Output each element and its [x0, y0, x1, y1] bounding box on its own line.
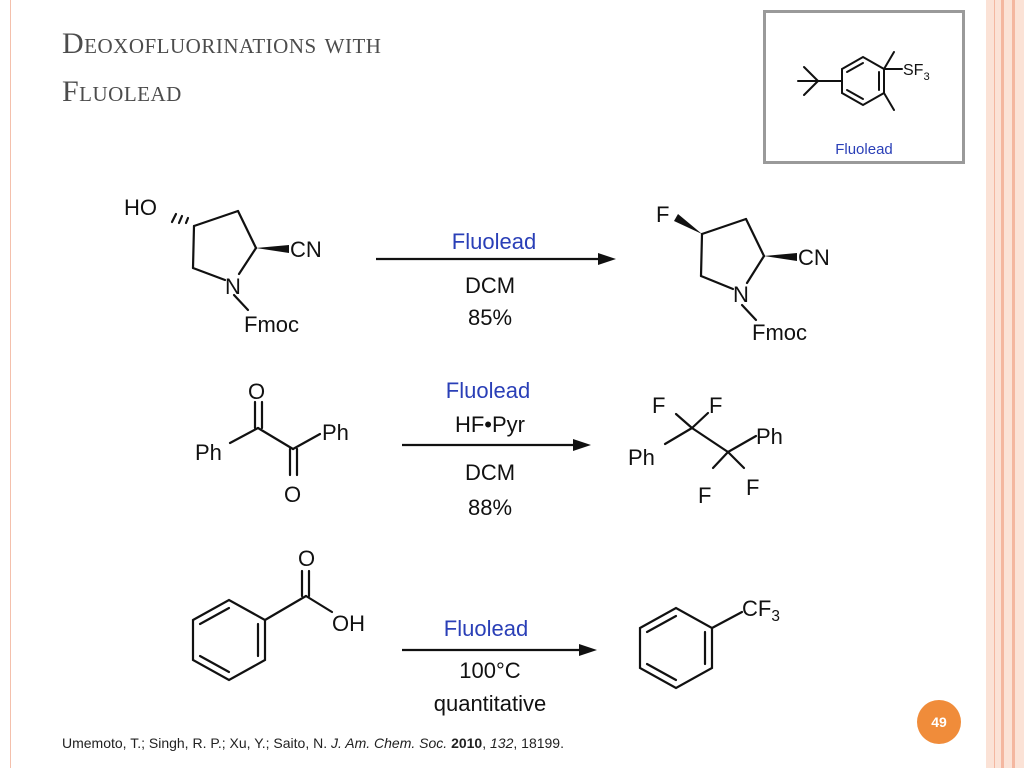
sm2-label-o-top: O	[248, 379, 265, 404]
wedge-bond	[674, 214, 702, 234]
wedge-bond	[764, 253, 797, 261]
sm2-label-o-bottom: O	[284, 482, 301, 507]
p1-label-fmoc: Fmoc	[752, 320, 807, 345]
sm3-label-oh: OH	[332, 611, 365, 636]
reagent-structure-box: SF3 Fluolead	[763, 10, 965, 164]
rxn3-yield: quantitative	[434, 691, 547, 716]
decorative-left-rule	[10, 0, 11, 768]
sm1-label-ho: HO	[124, 195, 157, 220]
fluolead-label: Fluolead	[835, 141, 893, 158]
sm1-label-cn: CN	[290, 237, 322, 262]
slide-title-line-2: Fluolead	[62, 75, 182, 108]
rxn2-reagent: Fluolead	[446, 378, 530, 403]
p2-label-f1: F	[652, 393, 665, 418]
sm1-label-n: N	[225, 274, 241, 299]
citation-volume: 132	[490, 735, 514, 751]
p3-label-cf3: CF3	[742, 596, 780, 625]
slide-title: Deoxofluorinations with Fluolead	[62, 20, 381, 116]
p2-label-ph-right: Ph	[756, 424, 783, 449]
citation-journal: J. Am. Chem. Soc.	[331, 735, 448, 751]
decorative-border-right	[986, 0, 1024, 768]
decorative-border-line	[1001, 0, 1004, 768]
slide-title-line-1: Deoxofluorinations with	[62, 27, 382, 60]
rxn2-solvent: DCM	[465, 460, 515, 485]
p2-label-ph-left: Ph	[628, 445, 655, 470]
rxn3-reagent: Fluolead	[444, 616, 528, 641]
p1-label-f: F	[656, 202, 669, 227]
sm1-label-fmoc: Fmoc	[244, 312, 299, 337]
sm2-label-ph-right: Ph	[322, 420, 349, 445]
rxn1-yield: 85%	[468, 305, 512, 330]
p1-label-cn: CN	[798, 245, 830, 270]
rxn2-yield: 88%	[468, 495, 512, 520]
citation-year: 2010	[451, 735, 483, 751]
rxn1-reagent: Fluolead	[452, 229, 536, 254]
sf3-group-label: SF3	[903, 62, 930, 83]
p2-label-f2: F	[709, 393, 722, 418]
rxn3-temperature: 100°C	[459, 658, 521, 683]
p2-label-f4: F	[746, 475, 759, 500]
p2-label-f3: F	[698, 483, 711, 508]
citation-pages: 18199.	[521, 735, 564, 751]
rxn1-solvent: DCM	[465, 273, 515, 298]
sm3-label-o: O	[298, 546, 315, 571]
p1-label-n: N	[733, 282, 749, 307]
citation-authors: Umemoto, T.; Singh, R. P.; Xu, Y.; Saito…	[62, 735, 328, 751]
rxn2-additive: HF•Pyr	[455, 412, 525, 437]
decorative-border-line	[1012, 0, 1015, 768]
decorative-border-line	[994, 0, 995, 768]
fluolead-structure: SF3 Fluolead	[797, 51, 930, 158]
citation: Umemoto, T.; Singh, R. P.; Xu, Y.; Saito…	[62, 735, 564, 751]
sm2-label-ph-left: Ph	[195, 440, 222, 465]
slide-number-badge: 49	[917, 700, 961, 744]
wedge-bond	[256, 245, 289, 253]
